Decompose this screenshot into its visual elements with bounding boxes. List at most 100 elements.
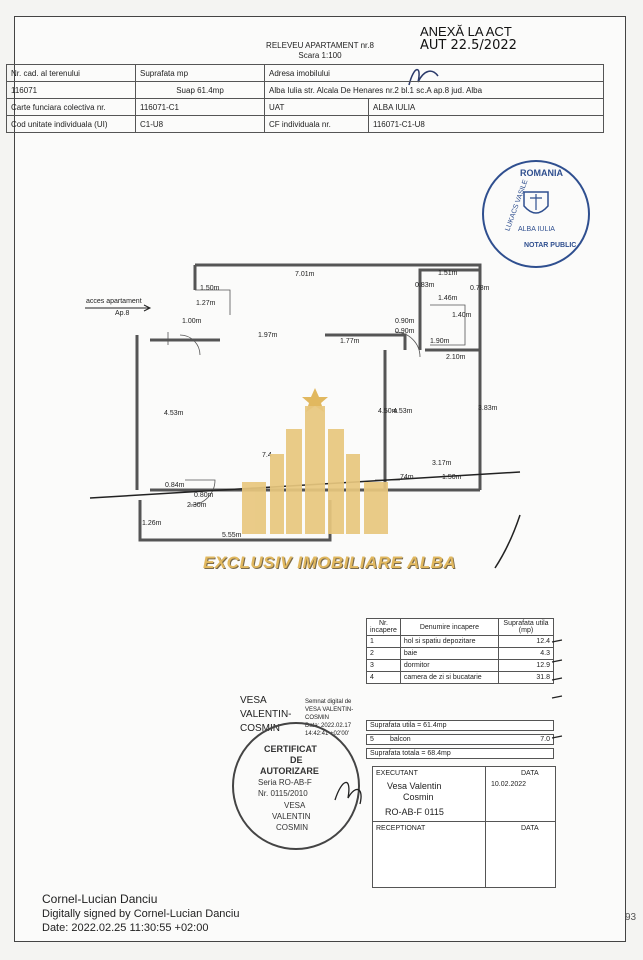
cf-individual-label: CF individuala nr. (264, 115, 369, 133)
dim-label: 1.97m (258, 332, 278, 339)
dim-label: 5.55m (222, 532, 242, 539)
digital-sig-line: VESA VALENTIN- (305, 707, 354, 713)
dim-label: 1.40m (452, 312, 472, 319)
ui-label: Cod unitate individuala (UI) (6, 115, 136, 133)
table-row: 4 camera de zi si bucatarie 31.8 (366, 671, 554, 684)
date-label-2: DATA (521, 825, 539, 832)
notary-country: ROMANIA (520, 168, 563, 178)
stamp-line: VESA (284, 801, 306, 810)
rooms-header-nr: Nr. incapere (366, 618, 401, 636)
balcony-area: 7.0 (540, 736, 550, 743)
room-nr: 3 (366, 659, 401, 672)
table-row: 1 hol si spatiu depozitare 12.4 (366, 635, 554, 648)
dim-label: 0.84m (165, 482, 185, 489)
dim-label: 0.90m (395, 328, 415, 335)
footer-date: Date: 2022.02.25 11:30:55 +02:00 (42, 922, 209, 934)
watermark-logo-icon (242, 388, 388, 534)
dim-label: 4.53m (164, 410, 184, 417)
stamp-signature-icon (334, 781, 362, 805)
balcony-nr: 5 (370, 736, 374, 743)
dim-label: 0.78m (470, 285, 490, 292)
dim-label: 0.80m (194, 492, 214, 499)
receiver-label: RECEPTIONAT (376, 825, 426, 832)
digital-sig-line: Data: 2022.02.17 (305, 723, 352, 729)
surface-value: Suap 61.4mp (135, 81, 265, 99)
table-row: 2 baie 4.3 (366, 647, 554, 660)
dim-label: 1.51m (438, 270, 458, 277)
dim-label: 1.27m (196, 300, 216, 307)
dim-label: 3.17m (432, 460, 452, 467)
stamp-line: AUTORIZARE (260, 766, 319, 776)
access-label: acces apartament (86, 298, 142, 305)
dim-label: 4.50m (378, 408, 398, 415)
ui-value: C1-U8 (135, 115, 265, 133)
table-row: 3 dormitor 12.9 (366, 659, 554, 672)
page-mark: 93 (625, 912, 637, 923)
coat-of-arms-icon (523, 191, 549, 214)
dim-label: 1.26m (142, 520, 162, 527)
footer-signed-by: Digitally signed by Cornel-Lucian Danciu (42, 908, 240, 920)
dim-label: 1.77m (340, 338, 360, 345)
dim-label: 2.10m (446, 354, 466, 361)
executor-label: EXECUTANT (376, 770, 418, 777)
dim-label: 7.4 (262, 452, 272, 459)
signer-name-line: VALENTIN- (240, 709, 292, 720)
room-nr: 2 (366, 647, 401, 660)
executor-name-2: Cosmin (403, 792, 434, 802)
digital-sig-line: COSMIN (305, 715, 329, 721)
cad-header: Nr. cad. al terenului (6, 64, 136, 82)
stamp-line: VALENTIN (272, 812, 311, 821)
dim-label: 74m (400, 474, 414, 481)
footer-signer-name: Cornel-Lucian Danciu (42, 892, 158, 906)
stamp-line: Seria RO-AB-F (258, 778, 312, 787)
room-area: 12.9 (498, 659, 554, 672)
room-nr: 4 (366, 671, 401, 684)
executor-name-1: Vesa Valentin (387, 781, 442, 791)
annex-line1: ANEXĂ LA ACT (420, 24, 512, 39)
dim-label: 7.01m (295, 271, 315, 278)
balcony-name: balcon (390, 736, 411, 743)
divider (485, 767, 486, 887)
cf-individual-value: 116071-C1-U8 (368, 115, 604, 133)
dim-label: 1.50m (200, 285, 220, 292)
document-title: RELEVEU APARTAMENT nr.8 (266, 41, 374, 50)
check-marks-icon (551, 639, 563, 739)
property-info-table: Nr. cad. al terenului Suprafata mp Adres… (6, 64, 604, 133)
dim-label: 2.30m (187, 502, 207, 509)
date-label: DATA (521, 770, 539, 777)
rooms-header-name: Denumire incapere (399, 618, 500, 636)
watermark-text: EXCLUSIV IMOBILIARE ALBA (203, 553, 457, 572)
notary-stamp: ROMANIA LUKACS VASILE NOTAR PUBLIC ALBA … (482, 160, 590, 268)
dim-label: 0.83m (415, 282, 435, 289)
signer-name-line: COSMIN (240, 723, 280, 734)
dim-label: 3.83m (478, 405, 498, 412)
balcony-row: 5 balcon 7.0 (366, 734, 554, 745)
executor-box: EXECUTANT Vesa Valentin Cosmin RO-AB-F 0… (372, 766, 556, 888)
notary-city: ALBA IULIA (518, 226, 555, 233)
annex-line2: AUT 22.5/2022 (420, 38, 517, 53)
stamp-line: Nr. 0115/2010 (258, 789, 308, 798)
dim-label: 1.46m (438, 295, 458, 302)
document-scale: Scara 1:100 (298, 51, 342, 60)
date-value: 10.02.2022 (491, 781, 527, 788)
room-area: 31.8 (498, 671, 554, 684)
access-sub: Ap.8 (115, 310, 130, 317)
executor-code: RO-AB-F 0115 (385, 807, 444, 817)
cf-collective-label: Carte funciara colectiva nr. (6, 98, 136, 116)
dim-label: 1.50m (442, 474, 462, 481)
room-name: dormitor (399, 659, 500, 672)
stamp-line: CERTIFICAT (264, 744, 317, 754)
dim-label: 0.90m (395, 318, 415, 325)
authorization-stamp: CERTIFICAT DE AUTORIZARE Seria RO-AB-F N… (232, 722, 360, 850)
dim-label: 4.53m (393, 408, 413, 415)
rooms-header-area: Suprafata utila (mp) (498, 618, 554, 636)
signer-name: VESA VALENTIN- COSMIN (240, 694, 292, 736)
uat-value: ALBA IULIA (368, 98, 604, 116)
signer-name-line: VESA (240, 695, 267, 706)
room-area: 12.4 (498, 635, 554, 648)
divider (373, 821, 555, 822)
surface-header: Suprafata mp (135, 64, 265, 82)
room-name: camera de zi si bucatarie (399, 671, 500, 684)
total-surface: Suprafata totala = 68.4mp (366, 748, 554, 759)
address-header: Adresa imobilului (264, 64, 604, 82)
